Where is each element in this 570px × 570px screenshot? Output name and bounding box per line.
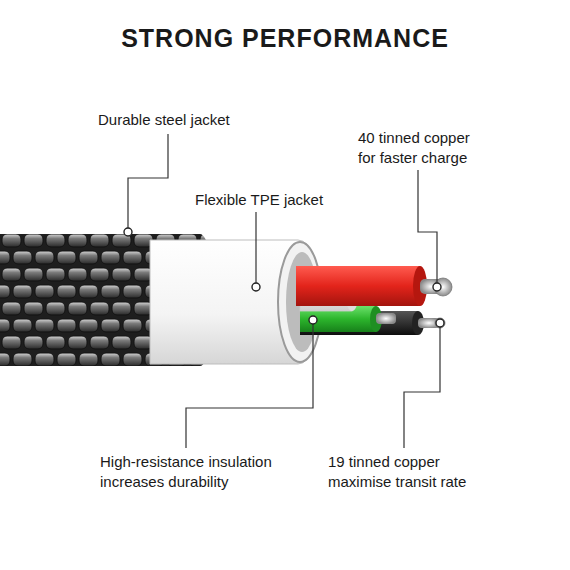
leader-line: [128, 134, 168, 232]
callout-label: Durable steel jacket: [98, 110, 298, 130]
red-wire: [296, 266, 420, 306]
leader-dot: [436, 319, 444, 327]
leader-dot: [433, 283, 441, 291]
callout-label: 40 tinned copper for faster charge: [358, 128, 483, 168]
leader-dot: [309, 316, 317, 324]
callout-label: Flexible TPE jacket: [195, 190, 365, 210]
diagram-title: STRONG PERFORMANCE: [0, 24, 570, 53]
copper-strands: [435, 318, 445, 328]
callout-label: High-resistance insulation increases dur…: [100, 452, 290, 492]
leader-lines: [128, 134, 440, 448]
copper-strands: [376, 313, 396, 324]
callout-label: 19 tinned copper maximise transit rate: [328, 452, 478, 492]
leader-dots: [124, 228, 444, 327]
leader-line: [418, 170, 437, 287]
leader-line: [186, 320, 313, 448]
leader-dot: [252, 283, 260, 291]
leader-line: [255, 212, 256, 287]
leader-line: [404, 323, 440, 448]
leader-dot: [124, 228, 132, 236]
